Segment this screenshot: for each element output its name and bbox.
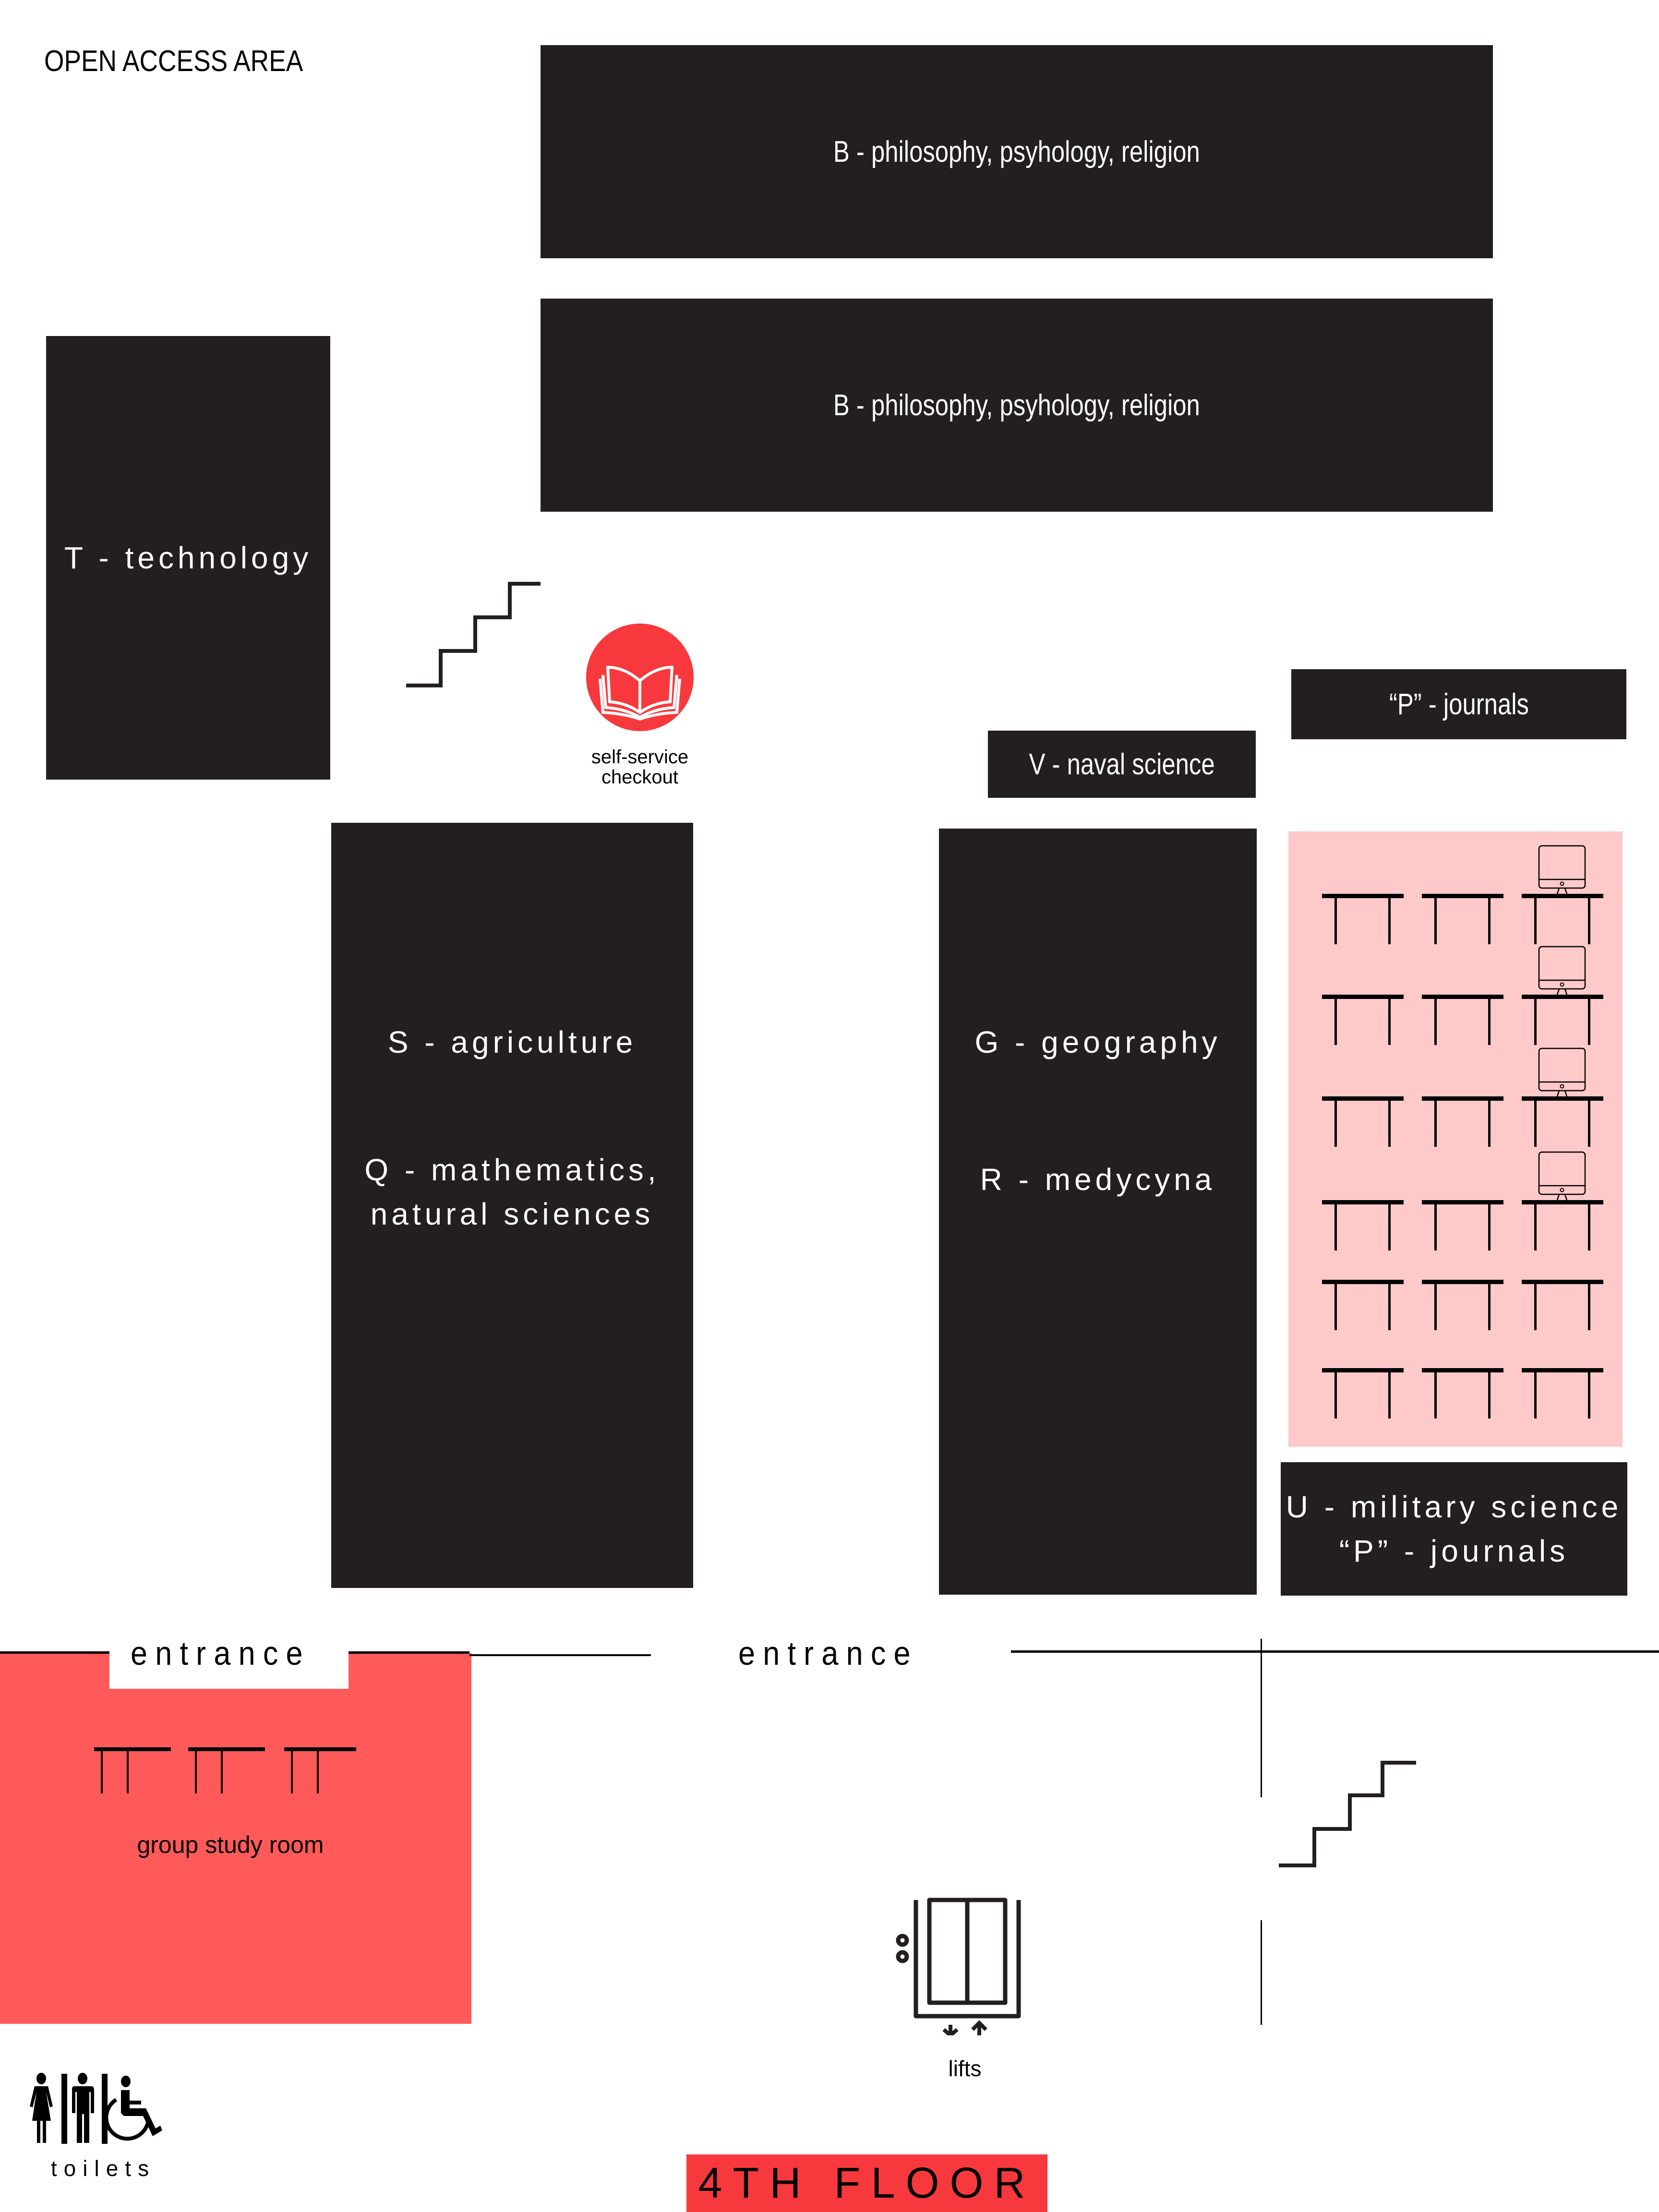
shelf-label-q-cont: natural sciences bbox=[370, 1197, 654, 1231]
group-room-tables bbox=[94, 1747, 356, 1795]
wall-mid-1 bbox=[349, 1651, 469, 1654]
reading-area bbox=[1288, 831, 1623, 1447]
wall-left-top bbox=[0, 1651, 109, 1654]
lifts-label: lifts bbox=[948, 2056, 982, 2081]
group-study-room-label: group study room bbox=[137, 1831, 324, 1858]
map-title: OPEN ACCESS AREA bbox=[44, 45, 303, 78]
shelf-label: V - naval science bbox=[1029, 747, 1215, 781]
shelf-label: T - technology bbox=[64, 541, 313, 575]
wall-vertical-upper bbox=[1261, 1639, 1262, 1797]
lifts-button[interactable] bbox=[893, 1896, 1022, 2035]
shelf-t-technology[interactable]: T - technology bbox=[46, 336, 330, 780]
shelf-label-s: S - agriculture bbox=[387, 1025, 637, 1059]
shelf-b-top[interactable]: B - philosophy, psyhology, religion bbox=[541, 45, 1493, 258]
wall-mid-2 bbox=[469, 1654, 651, 1656]
entrance-label-left[interactable]: entrance bbox=[131, 1635, 311, 1672]
shelf-b-second[interactable]: B - philosophy, psyhology, religion bbox=[541, 299, 1493, 512]
stairs-icon bbox=[406, 581, 541, 689]
self-checkout-label: self-service checkout bbox=[557, 747, 723, 787]
self-checkout-label-line2: checkout bbox=[601, 767, 679, 788]
floor-badge: 4TH FLOOR bbox=[686, 2154, 1047, 2212]
female-icon bbox=[30, 2073, 53, 2143]
toilets-label: toilets bbox=[50, 2156, 156, 2181]
shelf-v-naval-science[interactable]: V - naval science bbox=[988, 731, 1256, 798]
wall-right bbox=[1011, 1650, 1659, 1653]
open-book-icon bbox=[586, 624, 694, 731]
shelf-label: “P” - journals bbox=[1389, 687, 1529, 721]
entrance-notch bbox=[109, 1632, 349, 1689]
elevator-icon bbox=[896, 1898, 1021, 2035]
self-checkout-button[interactable] bbox=[586, 623, 694, 732]
shelf-label-q: Q - mathematics, bbox=[364, 1153, 660, 1187]
group-study-room[interactable] bbox=[0, 1653, 471, 2024]
shelf-label: B - philosophy, psyhology, religion bbox=[833, 388, 1200, 422]
wheelchair-icon bbox=[104, 2076, 162, 2141]
shelf-u-p[interactable]: U - military science “P” - journals bbox=[1281, 1462, 1627, 1596]
divider-icon bbox=[61, 2074, 67, 2144]
shelf-label: B - philosophy, psyhology, religion bbox=[833, 135, 1200, 168]
wall-vertical-bottom bbox=[1261, 1920, 1262, 2025]
reading-area-furniture bbox=[1288, 831, 1623, 1447]
stairs-icon bbox=[1279, 1761, 1416, 1868]
male-icon bbox=[72, 2073, 94, 2143]
shelf-label-r: R - medycyna bbox=[980, 1162, 1216, 1197]
shelf-label-g: G - geography bbox=[974, 1025, 1221, 1059]
shelf-label-u: U - military science bbox=[1286, 1490, 1623, 1524]
self-checkout-label-line1: self-service bbox=[591, 746, 689, 768]
toilets-button[interactable] bbox=[30, 2073, 193, 2145]
shelf-s-q[interactable]: S - agriculture Q - mathematics, natural… bbox=[331, 823, 693, 1588]
shelf-p-journals-top[interactable]: “P” - journals bbox=[1291, 669, 1626, 739]
shelf-g-r[interactable]: G - geography R - medycyna bbox=[939, 829, 1257, 1595]
entrance-label-center[interactable]: entrance bbox=[738, 1635, 918, 1672]
shelf-label-p: “P” - journals bbox=[1339, 1534, 1569, 1568]
